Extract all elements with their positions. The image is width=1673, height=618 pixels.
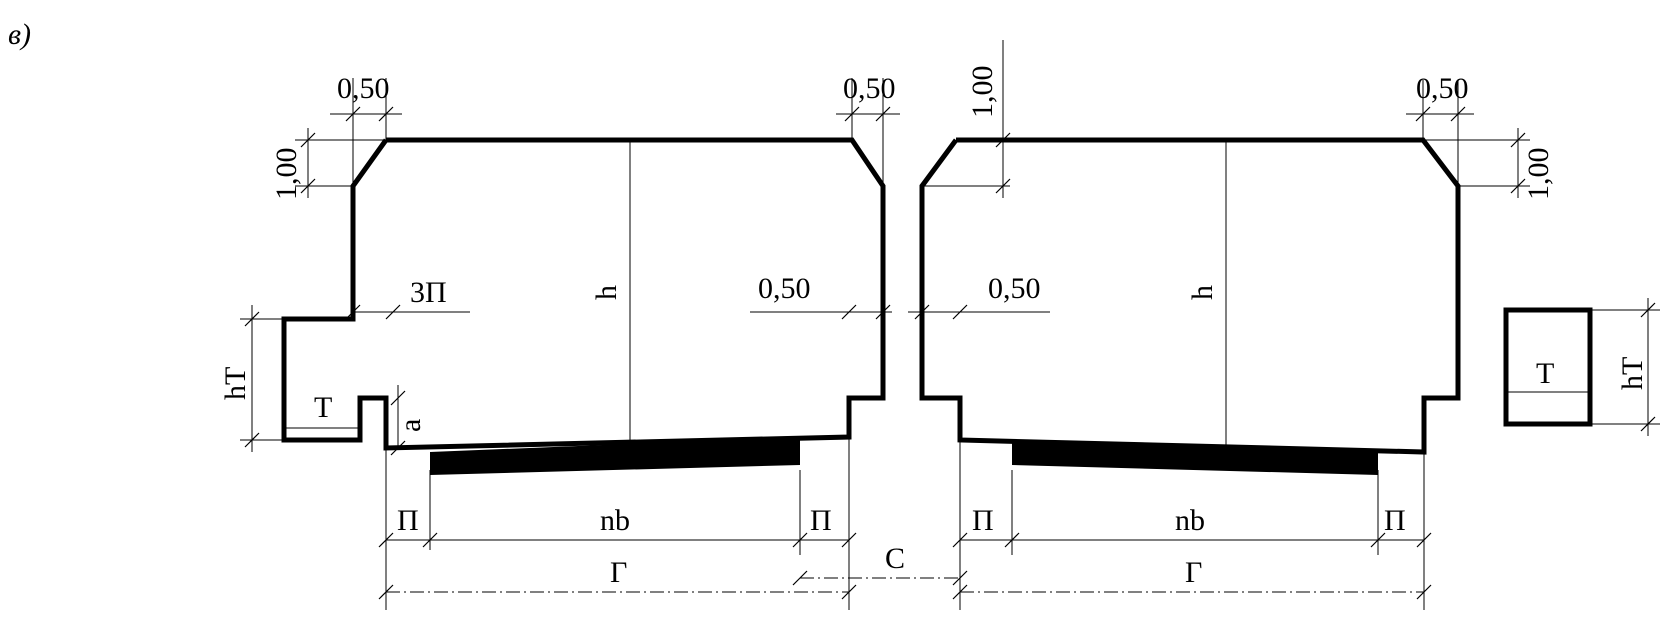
- right-carriageway-dim-label: nb: [1175, 504, 1205, 537]
- right-height-label: h: [1186, 285, 1219, 300]
- sidewalk-box-height-label: hТ: [1616, 357, 1649, 390]
- right-safety-strip-label: 0,50: [758, 272, 811, 305]
- right-section: h 1,00 0,50 1,00 0,50: [908, 40, 1555, 610]
- sidewalk-box: Т hТ: [1503, 298, 1660, 436]
- right-width-dim-label: Г: [1185, 556, 1202, 589]
- right-safety-strip-label: 0,50: [988, 272, 1041, 305]
- right-top-left-chamfer-label: 1,00: [966, 66, 999, 119]
- right-top-right-chamfer-width-label: 0,50: [1416, 72, 1469, 105]
- right-chamfer-width-label: 0,50: [843, 72, 896, 105]
- right-left-strip-dim-label: П: [972, 504, 994, 537]
- left-gauge-outline: [281, 137, 886, 451]
- left-chamfer-height-label: 1,00: [270, 148, 303, 201]
- left-safety-strip-label: 3П: [410, 276, 447, 309]
- right-carriageway: [1012, 443, 1378, 475]
- gap-dimension: С: [792, 542, 968, 586]
- panel-label: в): [8, 18, 31, 51]
- left-height-label: h: [590, 285, 623, 300]
- sidewalk-box-outline: [1503, 307, 1593, 427]
- left-chamfer-width-label: 0,50: [337, 72, 390, 105]
- left-strip-dim-label: П: [397, 504, 419, 537]
- left-carriageway-dim-label: nb: [600, 504, 630, 537]
- left-carriageway: [430, 437, 800, 475]
- right-chamfer-height-label: 1,00: [1522, 148, 1555, 201]
- right-right-strip-dim-label: П: [1384, 504, 1406, 537]
- sidewalk-width-label: Т: [314, 391, 332, 424]
- right-strip-dim-label: П: [810, 504, 832, 537]
- left-width-dim-label: Г: [610, 556, 627, 589]
- gap-dim-label: С: [885, 542, 905, 575]
- left-section: h 0,50 1,00 0,50 3П 0,50: [219, 72, 900, 610]
- sidewalk-box-width-label: Т: [1536, 357, 1554, 390]
- curb-height-label: a: [394, 419, 427, 432]
- sidewalk-height-label: hТ: [219, 367, 252, 400]
